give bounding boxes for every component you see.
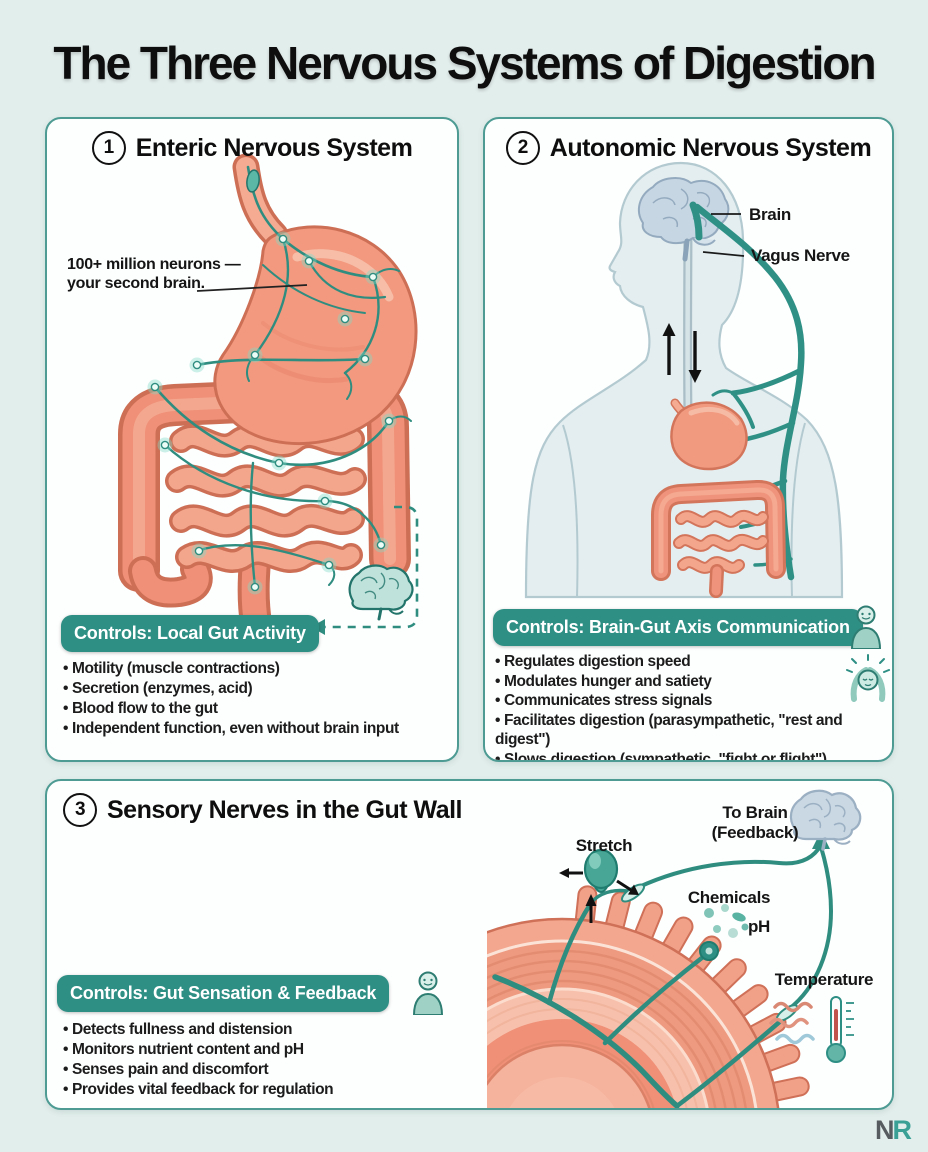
chemicals-icons xyxy=(699,904,749,961)
brain-illustration xyxy=(637,177,730,262)
bullet-item: Monitors nutrient content and pH xyxy=(63,1040,333,1060)
brain-icon xyxy=(348,564,414,621)
bullet-item: Communicates stress signals xyxy=(495,691,892,711)
thermometer-icon xyxy=(769,996,854,1063)
bullet-item: Senses pain and discomfort xyxy=(63,1060,333,1080)
intestines-mini-illustration xyxy=(651,479,786,598)
person-icon xyxy=(412,971,444,1015)
panel1-header: 1 Enteric Nervous System xyxy=(47,131,457,165)
stretch-arrows xyxy=(559,868,639,923)
panel-sensory-nerves: 3 Sensory Nerves in the Gut Wall To Brai… xyxy=(45,779,894,1110)
autonomic-bullet-list: Regulates digestion speed Modulates hung… xyxy=(495,652,892,761)
panel2-number-badge: 2 xyxy=(505,131,540,165)
esophagus-neuron-node xyxy=(246,169,260,193)
autonomic-illustration xyxy=(524,161,844,599)
bullet-item: Modulates hunger and satiety xyxy=(495,672,892,692)
sensory-bullet-list: Detects fullness and distension Monitors… xyxy=(63,1020,334,1100)
panel-autonomic-nervous-system: 2 Autonomic Nervous System Brain Vagus N… xyxy=(483,117,894,762)
panel3-number-badge: 3 xyxy=(63,793,97,827)
bullet-item: Provides vital feedback for regulation xyxy=(63,1080,334,1100)
neurons-annotation: 100+ million neurons — your second brain… xyxy=(67,256,241,292)
bullet-item: Regulates digestion speed xyxy=(495,652,892,672)
vagus-leader-line xyxy=(702,251,745,257)
intestines-illustration xyxy=(118,376,411,639)
bullet-item: Independent function, even without brain… xyxy=(63,719,399,739)
chemicals-label: Chemicals xyxy=(687,888,771,907)
signal-direction-arrows xyxy=(662,323,702,383)
enteric-illustration xyxy=(118,153,419,639)
bullet-item: Slows digestion (sympathetic, "fight or … xyxy=(495,750,892,761)
bullet-item: Facilitates digestion (parasympathetic, … xyxy=(495,711,892,750)
enteric-bullet-list: Motility (muscle contractions) Secretion… xyxy=(63,659,399,739)
panel2-title: Autonomic Nervous System xyxy=(549,133,872,162)
brain-label: Brain xyxy=(749,205,791,224)
sensory-nerves xyxy=(492,843,834,1108)
stomach-illustration xyxy=(213,153,418,446)
ph-label: pH xyxy=(747,917,771,936)
feedback-dashed-path xyxy=(325,505,419,629)
controls-pill-enteric: Controls: Local Gut Activity xyxy=(61,615,319,652)
bullet-item: Motility (muscle contractions) xyxy=(63,659,399,679)
stomach-mini-illustration xyxy=(670,398,748,471)
vagus-nerve-label: Vagus Nerve xyxy=(751,246,850,265)
annotation-leader-line xyxy=(196,284,308,292)
feedback-brain-icon xyxy=(789,789,862,851)
panel3-header: 3 Sensory Nerves in the Gut Wall xyxy=(63,793,463,827)
person-icon xyxy=(850,605,882,649)
panel1-title: Enteric Nervous System xyxy=(135,133,413,162)
gut-wall-illustration xyxy=(487,789,862,1108)
bullet-item: Secretion (enzymes, acid) xyxy=(63,679,399,699)
page-title: The Three Nervous Systems of Digestion xyxy=(53,37,876,89)
stretch-receptor-icon xyxy=(583,848,619,893)
neuron-glow-nodes xyxy=(147,231,397,595)
controls-pill-autonomic: Controls: Brain-Gut Axis Communication xyxy=(493,609,863,646)
bullet-item: Blood flow to the gut xyxy=(63,699,399,719)
temperature-label: Temperature xyxy=(774,970,874,989)
controls-pill-sensory: Controls: Gut Sensation & Feedback xyxy=(57,975,390,1012)
stretch-label: Stretch xyxy=(575,836,633,855)
nr-logo: NR xyxy=(875,1115,912,1145)
bullet-item: Detects fullness and distension xyxy=(63,1020,333,1040)
panel3-title: Sensory Nerves in the Gut Wall xyxy=(107,795,463,824)
panel1-number-badge: 1 xyxy=(91,131,126,165)
panel2-header: 2 Autonomic Nervous System xyxy=(485,131,892,165)
to-brain-label: To Brain (Feedback) xyxy=(711,803,799,842)
panel-enteric-nervous-system: 1 Enteric Nervous System 100+ million ne… xyxy=(45,117,459,762)
